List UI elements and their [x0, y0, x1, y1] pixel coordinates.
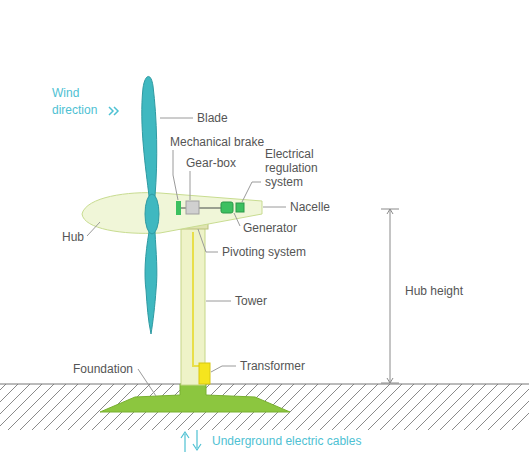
cable-label: Underground electric cables: [212, 434, 361, 448]
part-label: Nacelle: [290, 200, 330, 214]
regulation-shape: [236, 203, 244, 212]
generator-shape: [221, 202, 233, 213]
tower-shape: [181, 228, 205, 385]
cable-arrows: [181, 430, 201, 452]
tower-cable: [193, 232, 201, 366]
ground-line: [0, 384, 529, 385]
brake-shape: [176, 201, 181, 215]
part-label: Tower: [235, 294, 267, 308]
blade-top: [142, 76, 157, 196]
nacelle-shape: [82, 193, 262, 234]
part-label: Electrical regulation system: [265, 147, 345, 189]
part-label: Foundation: [73, 362, 133, 376]
part-label: Hub: [62, 230, 84, 244]
ground-hatch: [0, 384, 529, 430]
gearbox-shape: [186, 201, 199, 214]
blade-bottom: [145, 232, 157, 334]
dimension-label: Hub height: [405, 284, 463, 298]
part-label: Generator: [243, 221, 297, 235]
part-label: Mechanical brake: [170, 135, 264, 149]
hub-shape: [145, 194, 159, 234]
part-label: Pivoting system: [222, 245, 306, 259]
wind-label: Wind direction: [52, 85, 108, 119]
hub-height-bracket: [381, 209, 399, 383]
part-label: Gear-box: [186, 156, 236, 170]
transformer-shape: [199, 363, 210, 384]
part-label: Blade: [197, 111, 228, 125]
wind-arrow: [109, 107, 118, 115]
part-label: Transformer: [240, 359, 305, 373]
foundation-shape: [100, 384, 290, 412]
